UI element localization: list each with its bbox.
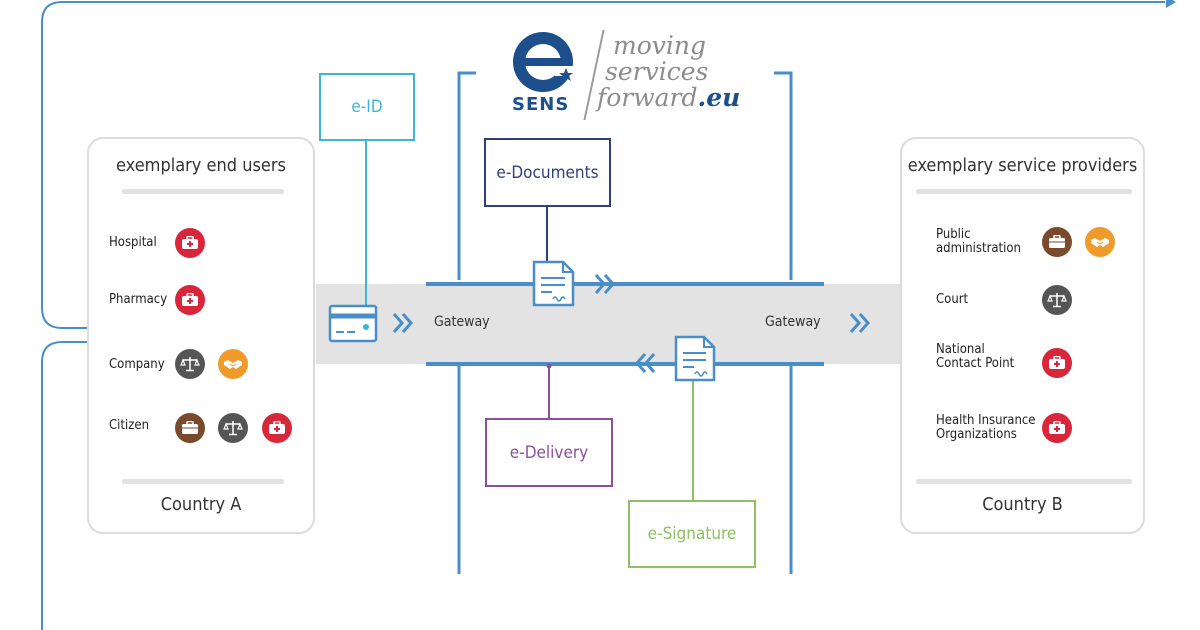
- document-icon-bottom: [674, 335, 716, 382]
- briefcase-icon: [175, 413, 205, 443]
- edocuments-label: e-Documents: [496, 162, 599, 183]
- service-providers-panel: exemplary service providers Public admin…: [900, 137, 1145, 534]
- panel-divider-top: [916, 189, 1132, 194]
- outer-loop-arrowhead: [1166, 0, 1176, 8]
- edelivery-box[interactable]: e-Delivery: [485, 418, 613, 487]
- esens-mark-label: SENS: [512, 94, 570, 115]
- row-label-pharmacy: Pharmacy: [109, 292, 168, 307]
- edelivery-dot: [546, 363, 552, 369]
- row-label-company: Company: [109, 357, 165, 372]
- scales-icon: [175, 349, 205, 379]
- medical-kit-icon: [262, 413, 292, 443]
- row-label-line: National: [936, 342, 985, 357]
- service-providers-title: exemplary service providers: [907, 155, 1138, 176]
- document-icon-top: [532, 260, 575, 307]
- medical-kit-icon: [1042, 413, 1072, 443]
- end-users-panel: exemplary end users Hospital Pharmacy Co…: [87, 137, 315, 534]
- eid-label: e-ID: [351, 97, 383, 117]
- briefcase-icon: [1042, 227, 1072, 257]
- handshake-icon: [1085, 227, 1115, 257]
- edelivery-label: e-Delivery: [509, 442, 589, 463]
- logo-tagline-3: forward.eu: [597, 85, 740, 110]
- row-label-court: Court: [936, 293, 968, 307]
- esens-logo: SENS moving services forward.eu: [505, 28, 755, 123]
- logo-tagline-2: services: [605, 57, 709, 86]
- scales-icon: [1042, 285, 1072, 315]
- medical-kit-icon: [175, 285, 205, 315]
- panel-divider-bottom: [916, 479, 1132, 484]
- country-a-label: Country A: [160, 494, 242, 515]
- esens-e-mark-icon: [513, 32, 573, 92]
- esignature-box[interactable]: e-Signature: [628, 500, 756, 568]
- chevron-left-icon-signature: [634, 353, 656, 373]
- gateway-band: [316, 284, 900, 364]
- country-b-label: Country B: [982, 494, 1063, 515]
- right-bracket: [774, 71, 793, 574]
- row-label-health-insurance: Health Insurance Organizations: [936, 414, 1036, 442]
- handshake-icon: [218, 349, 248, 379]
- scales-icon: [218, 413, 248, 443]
- logo-tagline-3-text: forward: [597, 83, 698, 112]
- row-label-public-administration: Public administration: [936, 228, 1021, 256]
- row-label-citizen: Citizen: [109, 418, 150, 433]
- row-label-line: Contact Point: [936, 356, 1015, 371]
- row-label-hospital: Hospital: [109, 235, 157, 250]
- panel-divider-top: [122, 189, 284, 194]
- row-label-line: Organizations: [936, 427, 1017, 442]
- row-label-line: Court: [936, 292, 969, 307]
- end-users-title: exemplary end users: [116, 155, 286, 176]
- esignature-label: e-Signature: [647, 524, 737, 544]
- outer-loop-top: [41, 1, 1165, 329]
- chevron-right-icon-gateway-right: [849, 313, 871, 333]
- gateway-label-left: Gateway: [434, 314, 490, 330]
- medical-kit-icon: [175, 228, 205, 258]
- outer-loop-bottom: [41, 341, 90, 630]
- row-label-line: Public: [936, 227, 971, 242]
- logo-tagline-1: moving: [613, 31, 706, 60]
- chevron-right-icon-eid: [392, 313, 414, 333]
- left-bracket: [457, 71, 476, 574]
- id-card-icon: [328, 304, 378, 343]
- row-label-line: administration: [936, 241, 1021, 256]
- eid-box[interactable]: e-ID: [319, 73, 415, 141]
- chevron-right-icon-documents: [594, 274, 616, 294]
- gateway-label-right: Gateway: [765, 314, 821, 330]
- panel-divider-bottom: [122, 479, 284, 484]
- medical-kit-icon: [1042, 348, 1072, 378]
- logo-tagline-suffix: .eu: [697, 83, 741, 112]
- row-label-national-contact-point: National Contact Point: [936, 343, 1014, 371]
- row-label-line: Health Insurance: [936, 413, 1036, 428]
- edocuments-box[interactable]: e-Documents: [484, 138, 611, 207]
